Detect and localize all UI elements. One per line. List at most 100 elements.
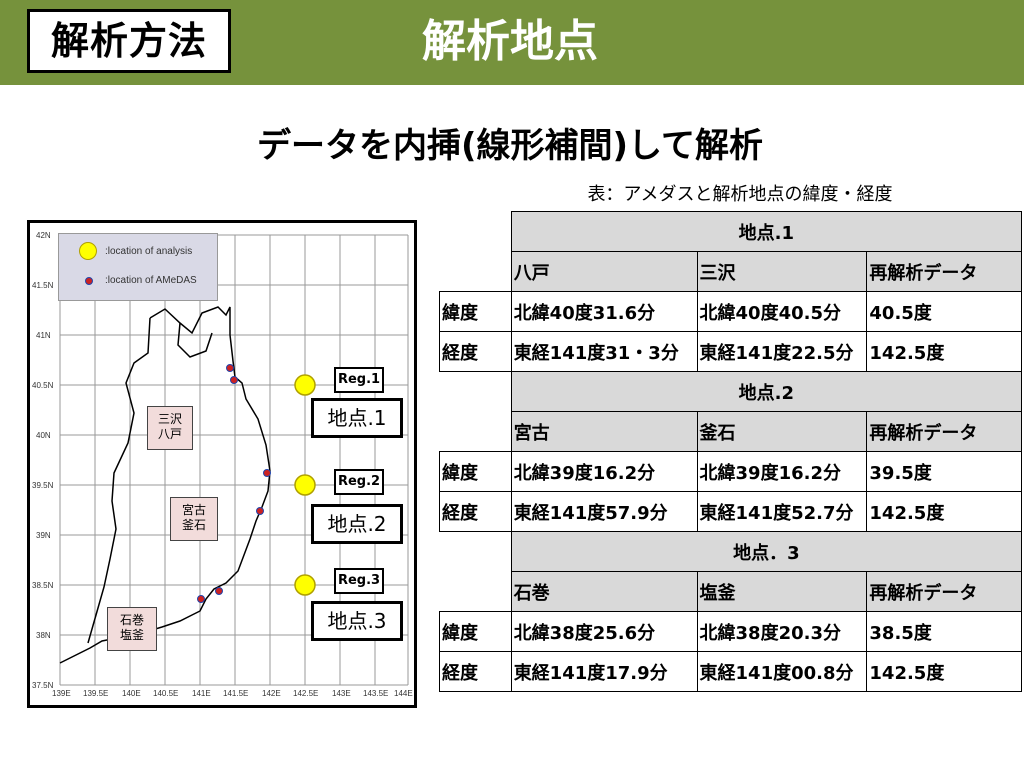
lon-label: 143E <box>332 689 351 698</box>
table-cell-empty <box>439 411 512 452</box>
amedas-dot-shiogama <box>197 595 205 603</box>
region-line: 八戸 <box>157 427 182 441</box>
amedas-dot-ishinomaki <box>215 587 223 595</box>
region-line: 三沢 <box>157 412 182 426</box>
lon-label: 140.5E <box>153 689 178 698</box>
region-box-misawa-hachinohe: 三沢 八戸 <box>147 406 193 450</box>
row-label-lon: 経度 <box>439 331 512 372</box>
region-box-ishinomaki-shiogama: 石巻 塩釜 <box>107 607 157 651</box>
lon-label: 142E <box>262 689 281 698</box>
table-row: 地点.1 <box>439 211 1023 252</box>
region-line: 石巻 <box>119 613 144 627</box>
legend-analysis-marker <box>79 242 97 260</box>
table-row: 宮古 釜石 再解析データ <box>439 411 1022 452</box>
lon-value: 142.5度 <box>866 491 1022 532</box>
reg-label-1: Reg.1 <box>334 367 384 393</box>
station-name: 再解析データ <box>866 411 1022 452</box>
west-coast <box>87 317 151 644</box>
lon-value: 142.5度 <box>866 651 1022 692</box>
row-label-lat: 緯度 <box>439 611 512 652</box>
point-label-1: 地点.1 <box>311 398 403 438</box>
lon-label: 144E <box>394 689 413 698</box>
lon-value: 東経141度57.9分 <box>510 491 698 532</box>
station-name: 塩釜 <box>696 571 868 612</box>
page-title: 解析地点 <box>422 16 598 67</box>
lon-value: 東経141度00.8分 <box>696 651 868 692</box>
station-name: 宮古 <box>510 411 698 452</box>
lat-label: 39.5N <box>32 481 54 490</box>
station-name: 石巻 <box>510 571 698 612</box>
lon-value: 東経141度17.9分 <box>510 651 698 692</box>
table-cell-empty <box>439 371 512 412</box>
lon-label: 139.5E <box>83 689 108 698</box>
location-table: 地点.1 八戸 三沢 再解析データ 緯度 北緯40度31.6分 北緯40度40.… <box>439 211 1023 692</box>
table-row: 経度 東経141度17.9分 東経141度00.8分 142.5度 <box>439 651 1022 692</box>
legend-amedas-label: :location of AMeDAS <box>105 275 197 286</box>
reg-label-3: Reg.3 <box>334 568 384 594</box>
analysis-point-2 <box>294 474 316 496</box>
lat-label: 41.5N <box>32 281 54 290</box>
lon-label: 143.5E <box>363 689 388 698</box>
mutsu-bay <box>177 322 213 358</box>
station-name: 再解析データ <box>866 251 1022 292</box>
row-label-lon: 経度 <box>439 491 512 532</box>
amedas-dot-misawa <box>226 364 234 372</box>
lat-label: 38.5N <box>32 581 54 590</box>
group-title: 地点.2 <box>510 371 1023 412</box>
lon-value: 東経141度31・3分 <box>510 331 698 372</box>
table-cell-empty <box>439 571 512 612</box>
lat-label: 40N <box>36 431 51 440</box>
table-row: 地点．3 <box>439 531 1023 572</box>
table-row: 地点.2 <box>439 371 1023 412</box>
lat-label: 38N <box>36 631 51 640</box>
table-cell-empty <box>439 211 512 252</box>
table-row: 緯度 北緯39度16.2分 北緯39度16.2分 39.5度 <box>439 451 1022 492</box>
lon-label: 139E <box>52 689 71 698</box>
table-cell-empty <box>439 251 512 292</box>
row-label-lat: 緯度 <box>439 451 512 492</box>
point-label-3: 地点.3 <box>311 601 403 641</box>
table-row: 八戸 三沢 再解析データ <box>439 251 1022 292</box>
lon-value: 東経141度22.5分 <box>696 331 868 372</box>
station-name: 再解析データ <box>866 571 1022 612</box>
table-row: 経度 東経141度31・3分 東経141度22.5分 142.5度 <box>439 331 1022 372</box>
table-row: 石巻 塩釜 再解析データ <box>439 571 1022 612</box>
region-line: 宮古 <box>181 503 206 517</box>
table-cell-empty <box>439 531 512 572</box>
region-line: 塩釜 <box>119 628 144 642</box>
amedas-dot-miyako <box>263 469 271 477</box>
amedas-points <box>197 364 271 603</box>
lon-label: 140E <box>122 689 141 698</box>
lat-label: 39N <box>36 531 51 540</box>
region-box-miyako-kamaishi: 宮古 釜石 <box>170 497 218 541</box>
lat-value: 北緯38度20.3分 <box>696 611 868 652</box>
lat-label: 40.5N <box>32 381 54 390</box>
group-title: 地点.1 <box>510 211 1023 252</box>
lat-label: 41N <box>36 331 51 340</box>
section-badge: 解析方法 <box>27 9 231 73</box>
lat-value: 39.5度 <box>866 451 1022 492</box>
lat-value: 北緯39度16.2分 <box>510 451 698 492</box>
legend-analysis-label: :location of analysis <box>105 246 193 257</box>
legend-amedas-marker <box>85 277 93 285</box>
lat-value: 38.5度 <box>866 611 1022 652</box>
amedas-dot-kamaishi <box>256 507 264 515</box>
lon-label: 141.5E <box>223 689 248 698</box>
analysis-point-3 <box>294 574 316 596</box>
station-name: 八戸 <box>510 251 698 292</box>
table-row: 緯度 北緯38度25.6分 北緯38度20.3分 38.5度 <box>439 611 1022 652</box>
table-caption: 表：アメダスと解析地点の緯度・経度 <box>587 184 893 205</box>
table-row: 経度 東経141度57.9分 東経141度52.7分 142.5度 <box>439 491 1022 532</box>
group-title: 地点．3 <box>510 531 1023 572</box>
reg-label-2: Reg.2 <box>334 469 384 495</box>
analysis-point-1 <box>294 374 316 396</box>
map-legend: :location of analysis :location of AMeDA… <box>58 233 218 301</box>
lat-label: 37.5N <box>32 681 54 690</box>
header-bar: 解析方法 解析地点 <box>0 0 1024 85</box>
lat-value: 40.5度 <box>866 291 1022 332</box>
point-label-2: 地点.2 <box>311 504 403 544</box>
axis-labels: 42N 41.5N 41N 40.5N 40N 39.5N 39N 38.5N … <box>32 231 413 698</box>
lat-label: 42N <box>36 231 51 240</box>
lat-value: 北緯38度25.6分 <box>510 611 698 652</box>
row-label-lon: 経度 <box>439 651 512 692</box>
